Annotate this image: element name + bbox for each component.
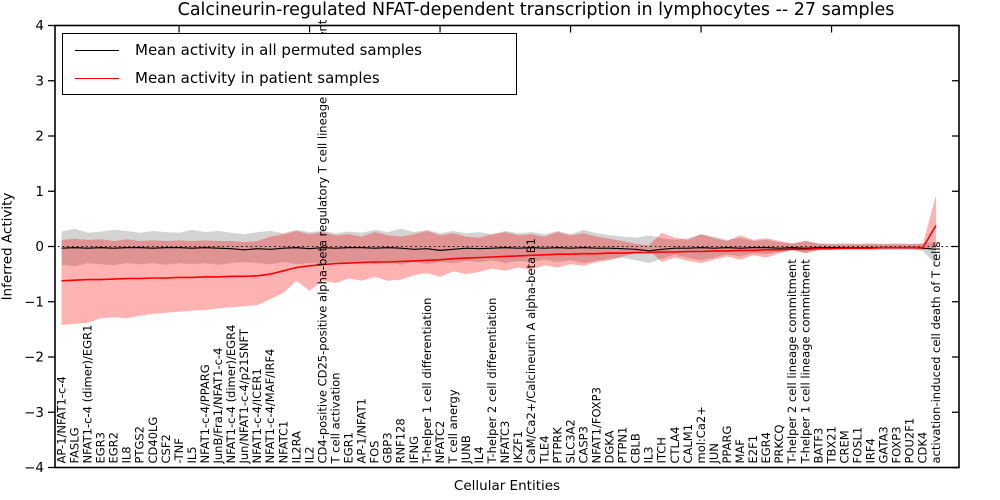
y-tick-label: 2 <box>35 129 44 145</box>
x-tick-label: GATA3 <box>877 426 891 463</box>
x-axis-title: Cellular Entities <box>453 478 561 494</box>
x-tick-label: activation-induced cell death of T cells <box>929 241 943 463</box>
x-tick-label: SLC3A2 <box>563 419 577 463</box>
x-tick-label: NFAT1-c-4/ICER1 <box>250 368 264 463</box>
x-tick-label: T-helper 2 cell differentiation <box>485 298 499 465</box>
x-tick-label: TLE4 <box>537 435 551 464</box>
x-tick-label: NFAT1-c-4/MAF/IRF4 <box>263 349 277 464</box>
x-tick-label: RNF128 <box>394 418 408 463</box>
x-tick-label: IL3 <box>642 446 656 463</box>
x-tick-label: Jun/NFAT1-c-4/p21SNFT <box>237 328 251 464</box>
x-tick-label: NFAT1-c-4 (dimer)/EGR1 <box>81 325 95 464</box>
x-tick-label: JUNB <box>459 435 473 464</box>
x-tick-label: CD4-positive CD25-positive alpha-beta re… <box>315 19 329 463</box>
x-tick-label: NFAT1/FOXP3 <box>589 387 603 463</box>
x-tick-label: ITCH <box>655 437 669 463</box>
x-tick-label: T-helper 1 cell lineage commitment <box>798 259 812 465</box>
y-tick-label: −2 <box>24 350 44 366</box>
y-tick-label: 1 <box>35 184 44 200</box>
x-tick-label: IKZF1 <box>511 431 525 464</box>
legend-item-permuted: Mean activity in all permuted samples <box>63 36 516 64</box>
x-tick-label: mol:Ca2+ <box>694 406 708 463</box>
x-tick-label: CTLA4 <box>668 427 682 464</box>
y-tick-label: −3 <box>24 405 44 421</box>
x-tick-label: -TNF <box>172 438 186 463</box>
x-tick-label: AP-1/NFAT1 <box>355 398 369 463</box>
x-tick-label: IL2RA <box>289 431 303 464</box>
x-tick-label: IFNG <box>407 436 421 464</box>
x-tick-label: EGR4 <box>759 432 773 464</box>
x-tick-label: POU2F1 <box>903 418 917 464</box>
x-tick-label: T-helper 1 cell differentiation <box>420 298 434 465</box>
x-tick-label: IL2 <box>302 446 316 463</box>
x-tick-label: BATF3 <box>811 428 825 464</box>
x-tick-label: JunB/Fra1/NFAT1-c-4 <box>211 348 225 465</box>
x-tick-label: PTPN1 <box>616 427 630 464</box>
x-tick-label: IL8 <box>120 446 134 463</box>
x-tick-label: PTGS2 <box>133 426 147 464</box>
x-tick-label: JUN <box>707 443 721 464</box>
x-tick-label: EGR3 <box>94 432 108 464</box>
x-tick-label: FOS <box>368 441 382 464</box>
patient-band <box>61 195 937 325</box>
y-tick-label: 3 <box>35 73 44 89</box>
chart-title: Calcineurin-regulated NFAT-dependent tra… <box>177 0 895 20</box>
y-tick-label: −4 <box>24 460 44 476</box>
permuted-line-sample-icon <box>75 49 119 51</box>
x-tick-label: EGR2 <box>107 432 121 464</box>
legend-item-patient: Mean activity in patient samples <box>63 64 516 92</box>
x-tick-label: T cell activation <box>328 372 342 464</box>
patient-mean-line <box>61 225 937 282</box>
x-tick-label: GBP3 <box>381 432 395 463</box>
x-tick-label: CSF2 <box>159 434 173 463</box>
legend-label-patient: Mean activity in patient samples <box>135 69 380 87</box>
permuted-mean-line <box>61 246 937 252</box>
x-tick-label: PRKCQ <box>772 425 786 464</box>
x-tick-label: FASLG <box>67 427 81 463</box>
x-tick-label: AP-1/NFAT1-c-4 <box>54 376 68 463</box>
x-tick-label: IL4 <box>472 446 486 463</box>
x-tick-label: DGKA <box>603 430 617 463</box>
x-tick-label: FOXP3 <box>890 426 904 463</box>
x-tick-label: T cell anergy <box>446 389 460 464</box>
x-tick-label: EGR1 <box>342 432 356 464</box>
x-tick-label: CBLB <box>629 433 643 463</box>
x-tick-label: CASP3 <box>576 426 590 463</box>
x-tick-label: IL5 <box>185 446 199 463</box>
y-tick-label: 4 <box>35 18 44 34</box>
x-tick-label: CaM/Ca2+/Calcineurin A alpha-beta B1 <box>524 238 538 463</box>
x-tick-label: IRF4 <box>864 438 878 463</box>
x-tick-label: NFATC3 <box>498 421 512 464</box>
patient-line-sample-icon <box>75 77 119 79</box>
x-tick-label: CDK4 <box>916 432 930 464</box>
x-tick-label: MAF <box>733 439 747 463</box>
x-tick-label: NFAT1-c-4/PPARG <box>198 364 212 463</box>
x-tick-label: NFATC1 <box>276 421 290 464</box>
x-tick-label: PTPRK <box>550 427 564 464</box>
x-tick-label: TBX21 <box>824 426 838 464</box>
x-tick-label: FOSL1 <box>850 427 864 464</box>
x-tick-label: E2F1 <box>746 435 760 464</box>
legend: Mean activity in all permuted samples Me… <box>62 33 517 95</box>
x-tick-label: CREM <box>837 430 851 463</box>
y-tick-label: 0 <box>35 239 44 255</box>
x-tick-label: T-helper 2 cell lineage commitment <box>785 259 799 465</box>
x-tick-label: PPARG <box>720 426 734 464</box>
x-tick-label: NFAT1-c-4 (dimer)/EGR4 <box>224 325 238 464</box>
x-tick-label: NFATC2 <box>433 421 447 464</box>
legend-label-permuted: Mean activity in all permuted samples <box>135 41 422 59</box>
x-tick-label: CD40LG <box>146 417 160 464</box>
x-tick-label: CALM1 <box>681 424 695 464</box>
y-tick-label: −1 <box>24 294 44 310</box>
